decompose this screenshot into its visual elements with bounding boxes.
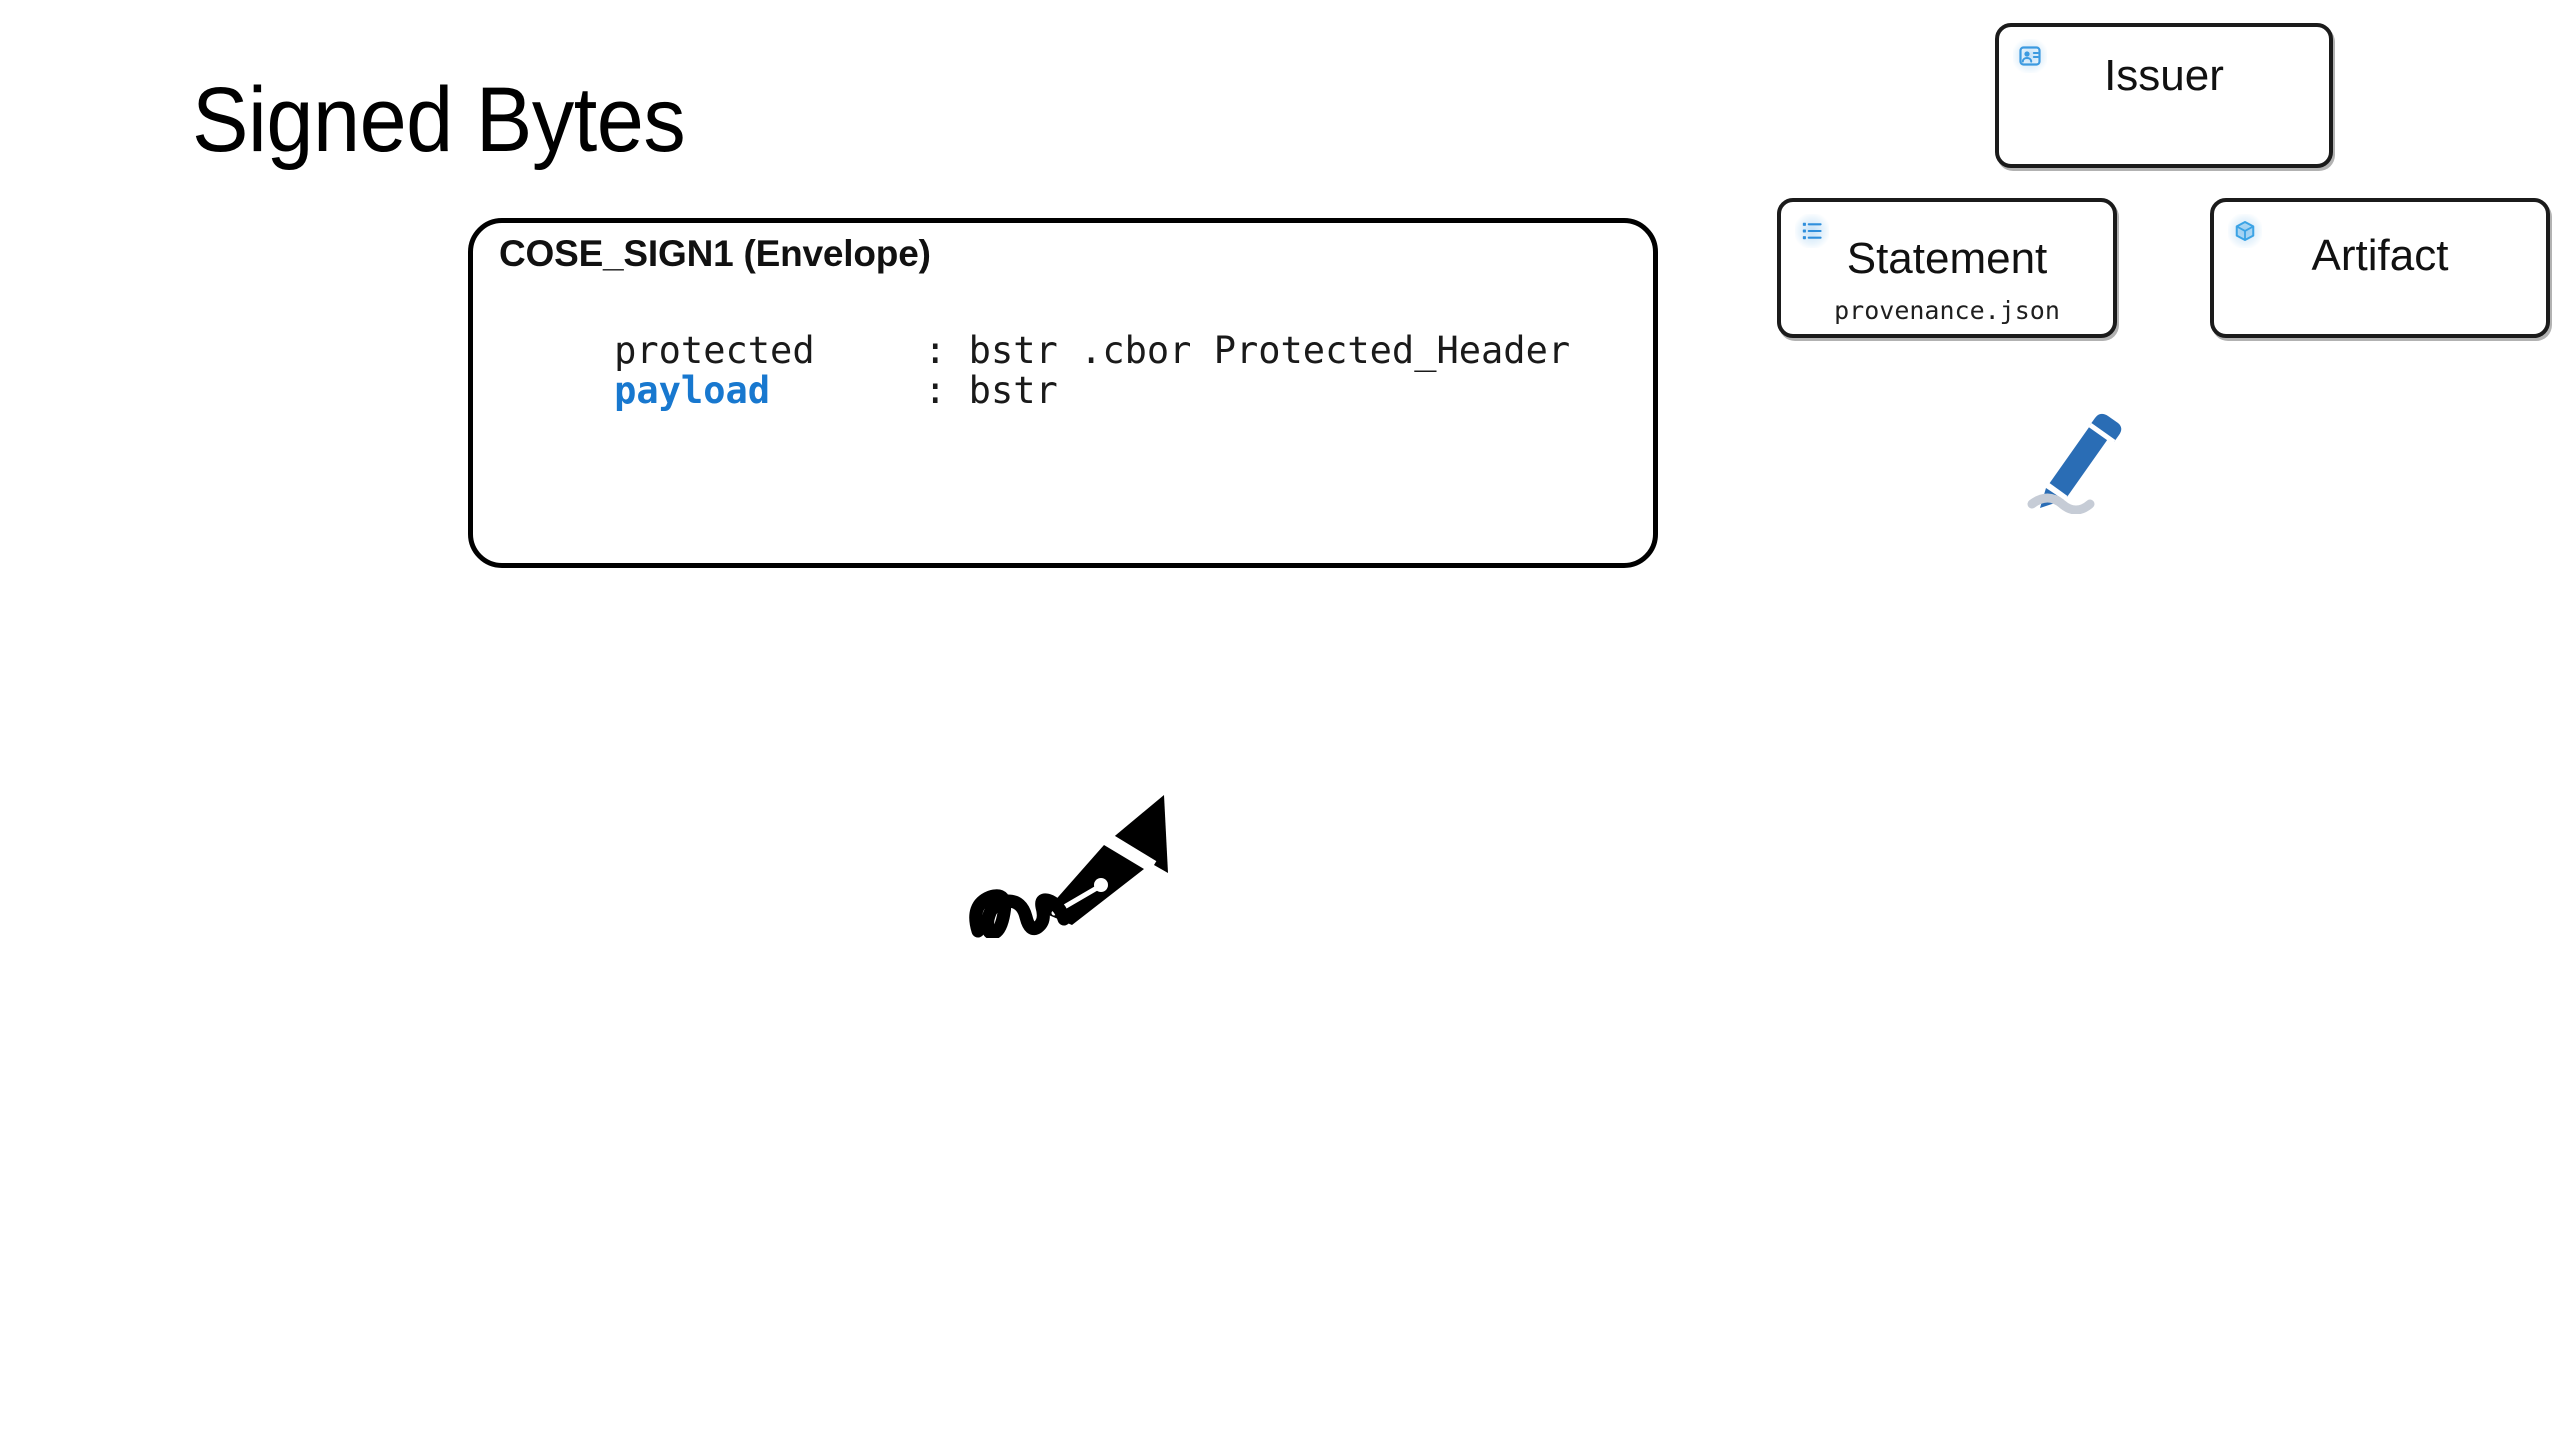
node-label: Issuer [2104, 51, 2224, 100]
cube-icon [2228, 214, 2262, 248]
node-sublabel: provenance.json [1834, 296, 2060, 325]
node-card-artifact[interactable]: Artifact [2210, 198, 2550, 338]
node-card-statement[interactable]: Statement provenance.json [1777, 198, 2117, 338]
cddl-separator: : [924, 329, 947, 372]
node-label: Artifact [2311, 231, 2449, 280]
cddl-field-name: payload [614, 369, 771, 412]
cose-sign1-envelope-box: COSE_SIGN1 (Envelope) protected: bstr .c… [468, 218, 1658, 568]
cddl-row: protected: bstr .cbor Protected_Header [525, 286, 1570, 415]
cddl-field-type: bstr [968, 369, 1058, 412]
node-label: Statement [1846, 234, 2048, 283]
fountain-pen-signature-icon [968, 793, 1168, 940]
envelope-title: COSE_SIGN1 (Envelope) [499, 233, 931, 274]
page-title: Signed Bytes [192, 69, 686, 171]
node-card-issuer[interactable]: Issuer [1995, 23, 2333, 168]
id-badge-icon [2013, 39, 2047, 73]
list-icon [1795, 214, 1829, 248]
cddl-field-name: protected [614, 329, 815, 372]
cddl-field-type: bstr .cbor Protected_Header [968, 329, 1571, 372]
pen-signature-icon [2026, 396, 2130, 515]
cddl-separator: : [924, 369, 947, 412]
cddl-row: payload: bstr [525, 326, 1058, 455]
